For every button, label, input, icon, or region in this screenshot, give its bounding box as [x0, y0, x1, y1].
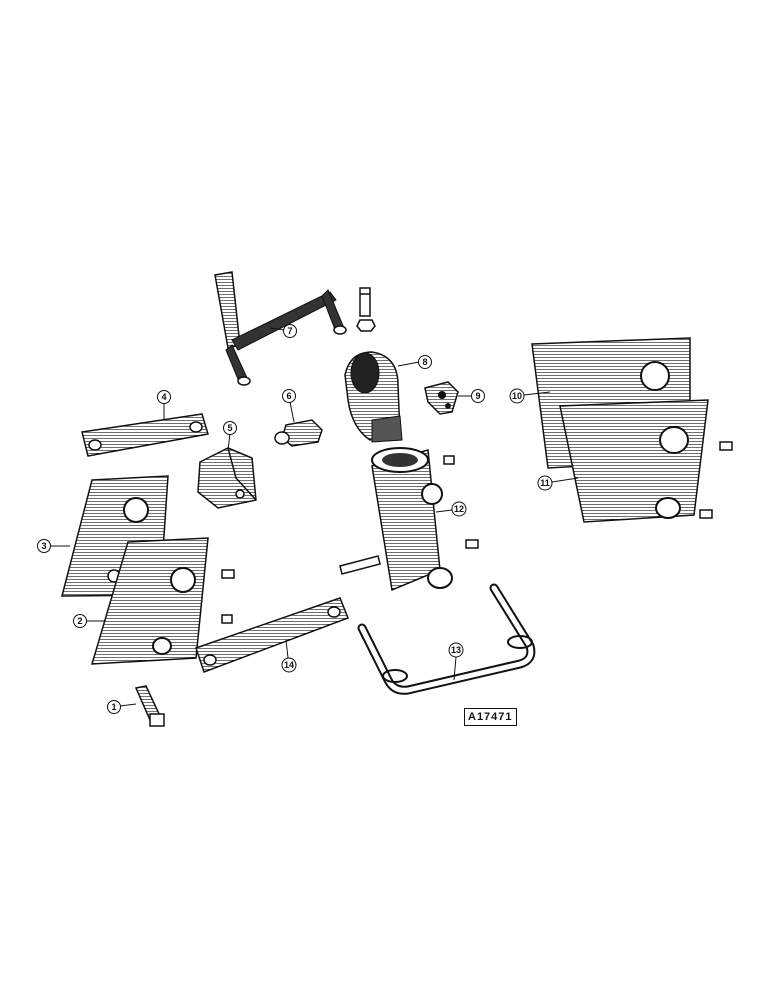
callout-6: 6 — [282, 389, 296, 423]
callout-label: 5 — [227, 423, 232, 433]
callout-12: 12 — [435, 501, 467, 517]
part-2-mounting-plate — [90, 537, 209, 665]
callout-label: 9 — [475, 391, 480, 401]
callout-label: 3 — [41, 541, 46, 551]
part-14-flat-bar — [195, 597, 349, 673]
part-7-yoke-bracket — [214, 271, 347, 386]
small-screw — [443, 455, 479, 549]
callout-9: 9 — [458, 389, 485, 403]
callout-label: 1 — [111, 702, 116, 712]
callout-label: 8 — [422, 357, 427, 367]
callout-label: 10 — [512, 391, 522, 401]
callout-label: 4 — [161, 392, 166, 402]
part-5-clamp-block — [197, 447, 257, 509]
part-13-u-handle — [357, 583, 536, 695]
part-4-flat-bar — [81, 413, 209, 457]
callout-8: 8 — [397, 355, 432, 369]
callout-7: 7 — [269, 324, 297, 338]
hex-bolt — [356, 287, 376, 332]
callout-3: 3 — [37, 539, 70, 553]
callout-label: 13 — [451, 645, 461, 655]
callout-4: 4 — [157, 390, 171, 420]
callout-label: 7 — [287, 326, 292, 336]
callout-13: 13 — [448, 642, 464, 681]
small-screw — [699, 441, 733, 519]
callout-10: 10 — [509, 388, 551, 404]
callout-14: 14 — [281, 639, 297, 673]
callout-label: 12 — [454, 504, 464, 514]
part-9-clevis — [424, 381, 459, 415]
callout-5: 5 — [223, 421, 237, 451]
callout-label: 2 — [77, 616, 82, 626]
callout-label: 11 — [540, 478, 550, 488]
callout-2: 2 — [73, 614, 106, 628]
figure-reference-code: A17471 — [464, 708, 517, 726]
part-6-grease-fitting — [274, 419, 323, 447]
callout-1: 1 — [107, 700, 137, 714]
callout-11: 11 — [537, 475, 579, 491]
callout-label: 6 — [286, 391, 291, 401]
part-8-housing — [344, 351, 403, 443]
part-1-bolt — [134, 685, 165, 727]
part-12-sleeve-housing — [339, 447, 453, 592]
callout-label: 14 — [284, 660, 294, 670]
small-screw — [221, 569, 235, 624]
part-11-mounting-plate — [559, 399, 709, 523]
